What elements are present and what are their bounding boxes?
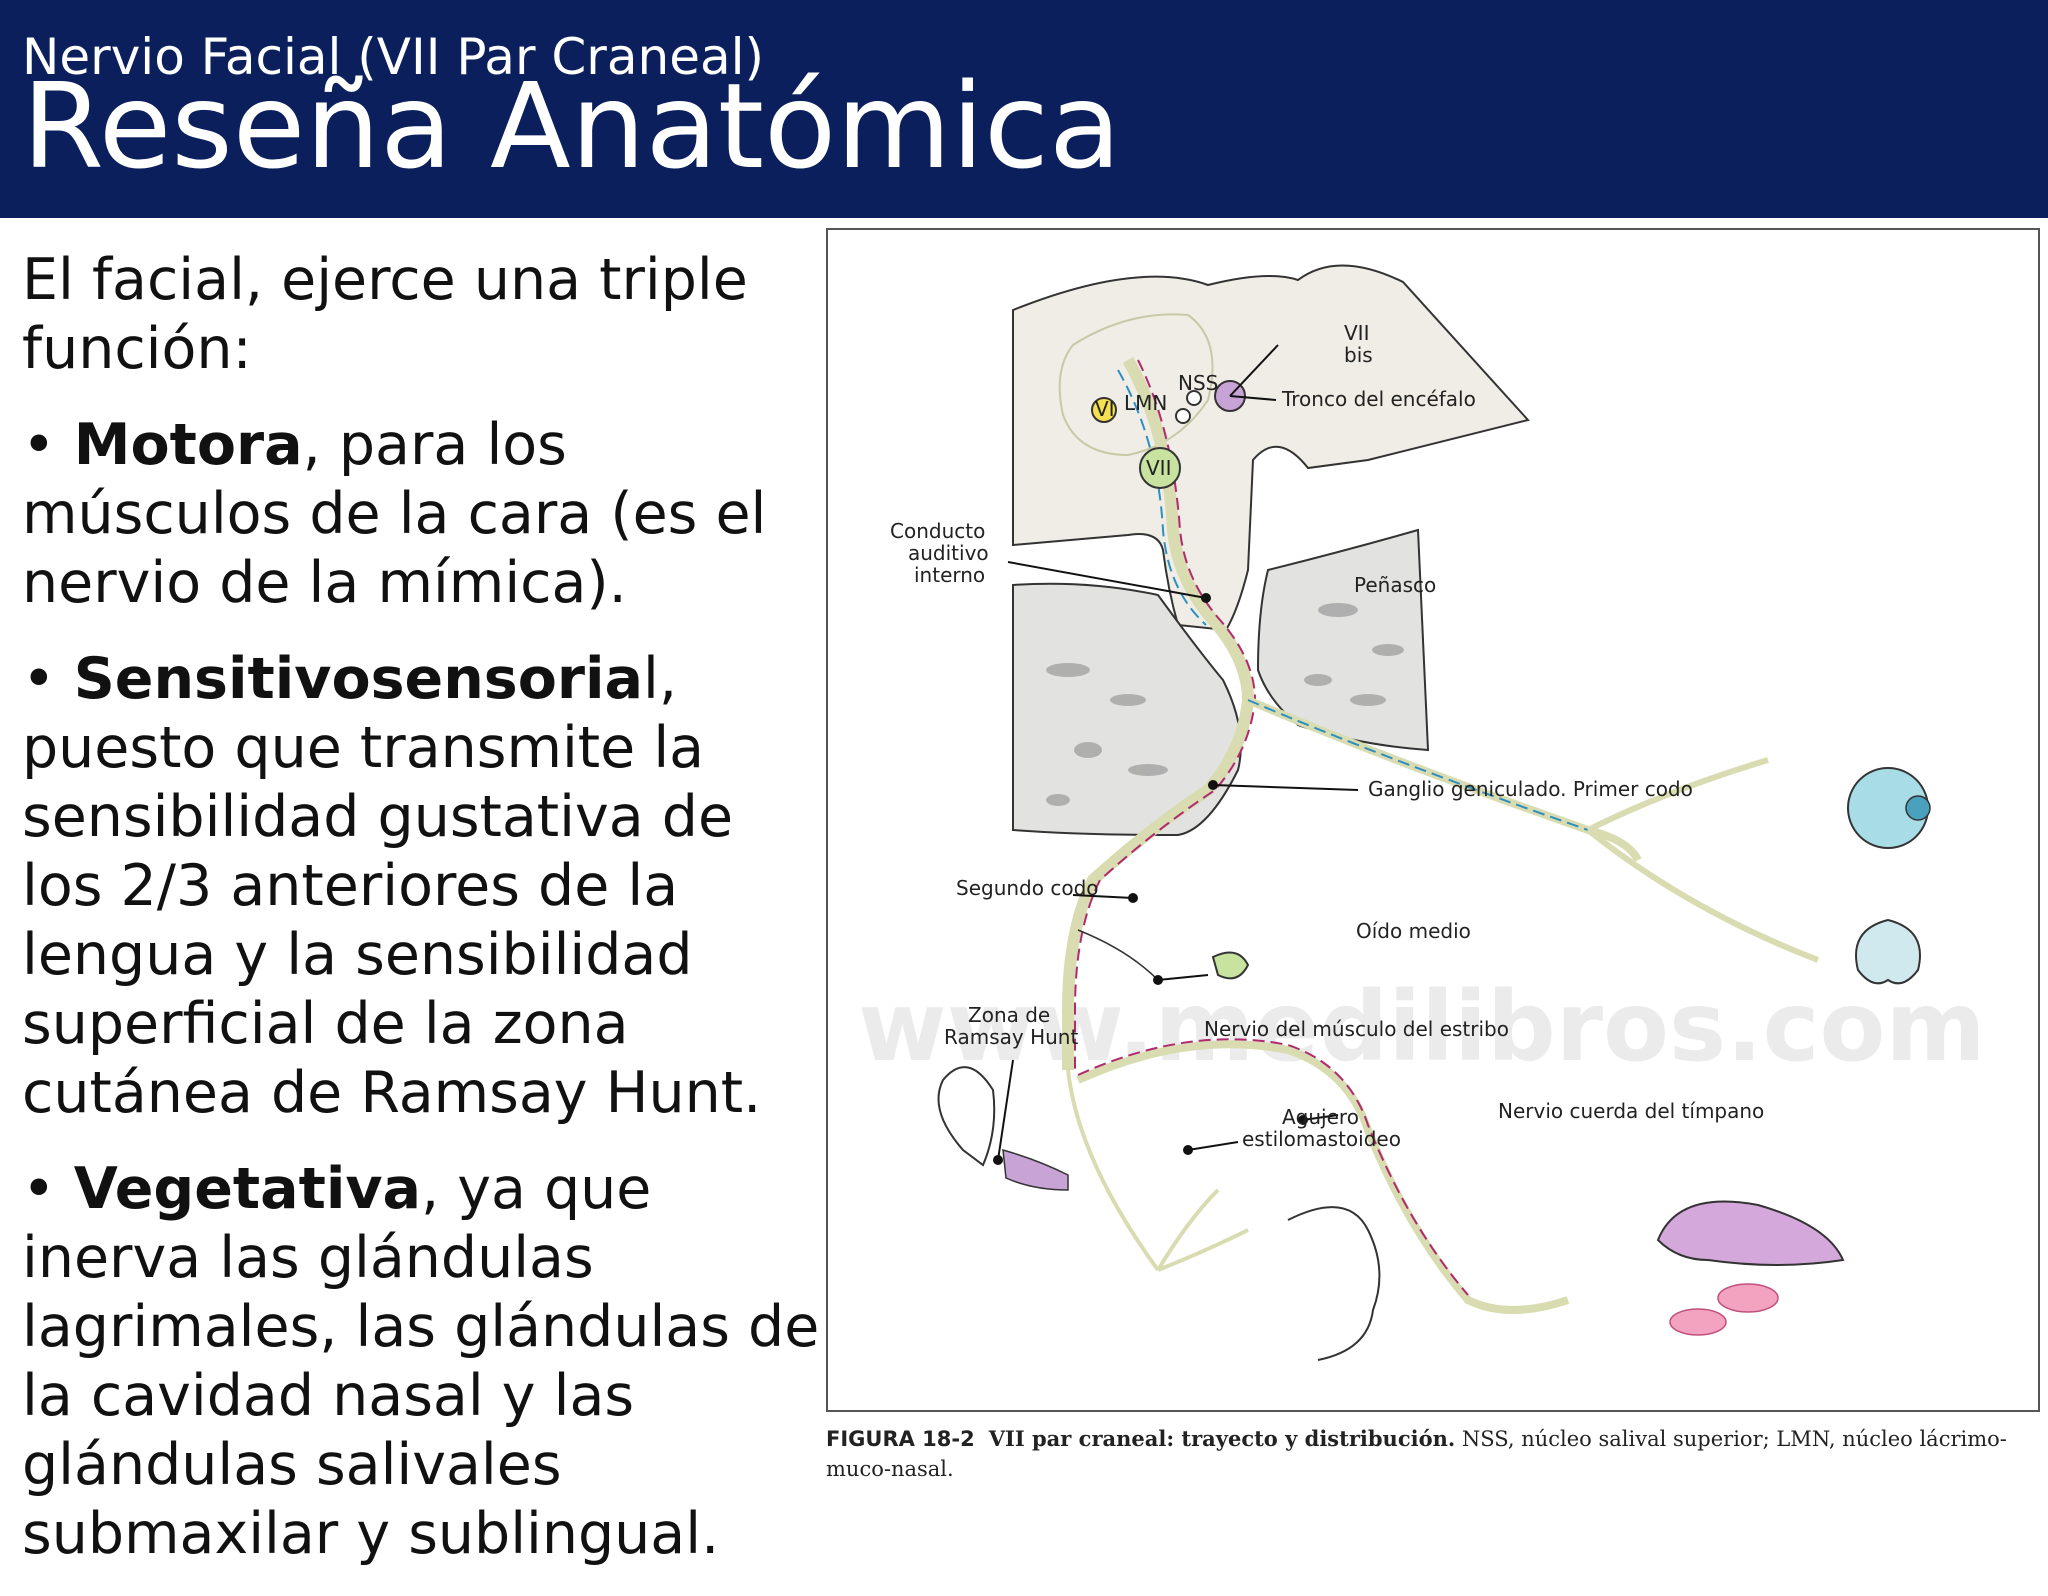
chorda-tympani (1076, 1040, 1570, 1314)
face-profile (1287, 1206, 1381, 1361)
nucleus-vi (1091, 397, 1117, 423)
lacrimal-branch (1586, 757, 1769, 833)
label-nervio-estribo: Nervio del músculo del estribo (1204, 1017, 1509, 1041)
label-vii-bis-line1: VII (1344, 321, 1369, 345)
label-conducto-line1: Conducto (890, 519, 985, 543)
figure-caption: FIGURA 18-2 VII par craneal: trayecto y d… (826, 1424, 2036, 1484)
tongue-icon (1656, 1200, 1845, 1266)
label-vii-bis-line2: bis (1344, 343, 1373, 367)
label-oido-medio: Oído medio (1356, 919, 1471, 943)
label-zona-line1: Zona de (968, 1003, 1050, 1027)
slide-title: Reseña Anatómica (22, 57, 1122, 195)
bullet: • (22, 1156, 56, 1222)
body-text: El facial, ejerce una triple función: • … (22, 246, 822, 1596)
function-description: l, puesto que transmite la sensibilidad … (22, 646, 762, 1126)
label-agujero-line2: estilomastoideo (1242, 1127, 1401, 1151)
nucleus-vii (1139, 447, 1181, 489)
caption-title: VII par craneal: trayecto y distribución… (988, 1426, 1456, 1451)
label-conducto-line2: auditivo (908, 541, 989, 565)
label-conducto-line3: interno (914, 563, 985, 587)
label-vii: VII (1146, 456, 1171, 480)
function-item-sensitivosensorial: • Sensitivosensorial, puesto que transmi… (22, 645, 822, 1128)
facial-branches (1066, 1069, 1249, 1272)
caption-figure-number: FIGURA 18-2 (826, 1427, 975, 1451)
greater-petrosal-dashed (1247, 699, 1589, 831)
nucleus-nss (1186, 390, 1202, 406)
function-description: , para los músculos de la cara (es el ne… (22, 412, 767, 616)
bullet: • (22, 646, 56, 712)
function-name: Motora (73, 412, 303, 478)
nucleus-lmn (1175, 408, 1191, 424)
label-vi: VI (1095, 397, 1115, 421)
sublingual-gland (1669, 1308, 1727, 1336)
caption-text: NSS, núcleo salival superior; LMN, núcle… (826, 1427, 2007, 1481)
label-segundo-codo: Segundo codo (956, 876, 1099, 900)
title-bar: Nervio Facial (VII Par Craneal) Reseña A… (0, 0, 2048, 218)
label-tronco-encefalo: Tronco del encéfalo (1281, 387, 1476, 411)
label-cuerda-timpano: Nervio cuerda del tímpano (1498, 1099, 1764, 1123)
intro-paragraph: El facial, ejerce una triple función: (22, 247, 748, 382)
bone-texture (1046, 603, 1404, 806)
label-lmn: LMN (1124, 391, 1167, 415)
function-item-motora: • Motora, para los músculos de la cara (… (22, 411, 822, 618)
label-zona-line2: Ramsay Hunt (944, 1025, 1078, 1049)
slide-subtitle: Nervio Facial (VII Par Craneal) (22, 28, 764, 86)
submandibular-gland (1717, 1283, 1779, 1313)
leader-dots (993, 593, 1308, 1165)
leader-lines (997, 344, 1359, 1161)
stapedius-branch (1077, 929, 1159, 981)
nasal-branch (1586, 827, 1820, 963)
nerve-vegetative-fibre (1117, 369, 1207, 626)
chorda-tympani-dashed (1077, 1038, 1469, 1296)
ramsay-hunt-zone (1002, 1148, 1069, 1191)
label-nss: NSS (1178, 371, 1218, 395)
function-name: Vegetativa (73, 1156, 421, 1222)
brainstem-shape (1012, 264, 1530, 632)
function-item-vegetativa: • Vegetativa, ya que inerva las glándula… (22, 1155, 822, 1569)
function-name: Sensitivosensoria (73, 646, 643, 712)
label-agujero-line1: Agujero (1282, 1105, 1359, 1129)
label-ganglio-geniculado: Ganglio geniculado. Primer codo (1368, 777, 1693, 801)
stapes-icon (1211, 951, 1250, 980)
facial-nerve-diagram: www.medilibros.com (858, 264, 1985, 1361)
brainstem-inner-outline (1058, 313, 1214, 457)
label-penasco: Peñasco (1354, 573, 1436, 597)
ear-icon (937, 1066, 996, 1167)
nose-icon (1855, 918, 1921, 985)
bullet: • (22, 412, 56, 478)
eye-iris (1905, 795, 1931, 821)
watermark-text: www.medilibros.com (858, 971, 1985, 1083)
anatomy-figure: www.medilibros.com (826, 228, 2040, 1412)
